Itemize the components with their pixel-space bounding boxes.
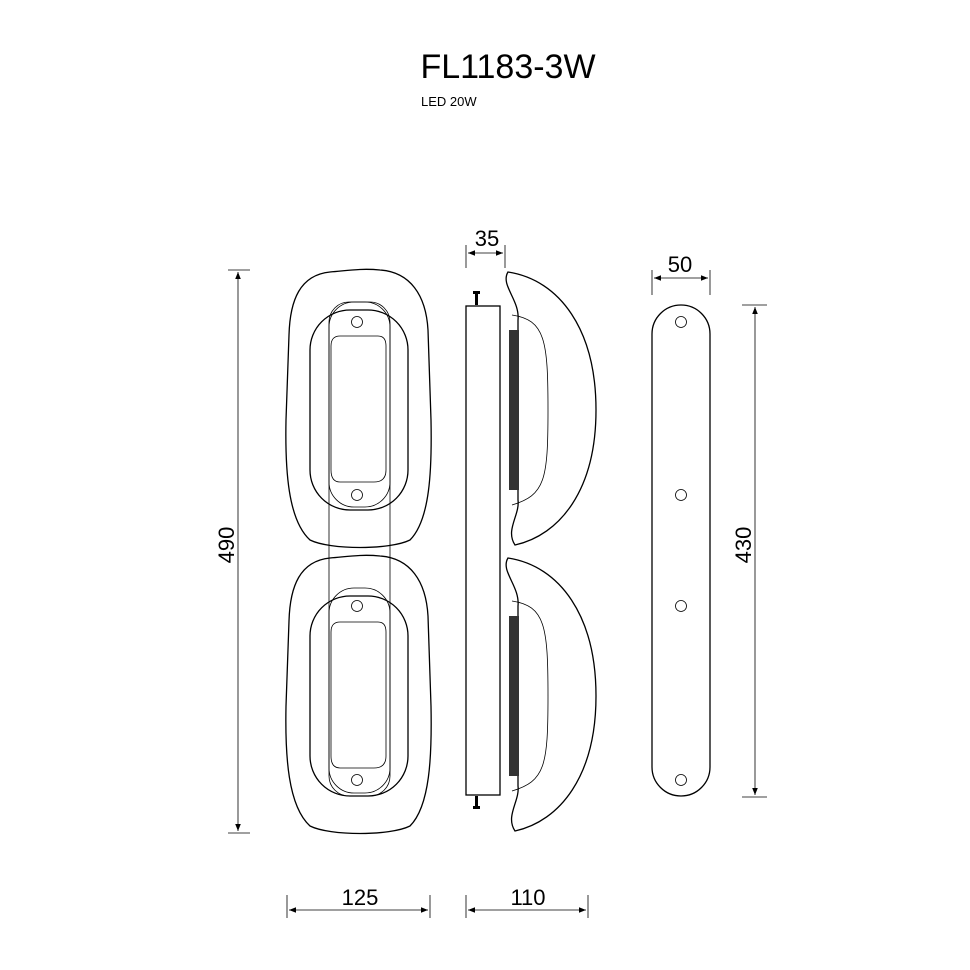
- mounting-hole-icon: [351, 600, 363, 612]
- front-backplate: [328, 301, 391, 797]
- side-view: [465, 271, 597, 832]
- mounting-hole-icon: [351, 489, 363, 501]
- dimension-plate-depth: 35: [465, 226, 506, 268]
- dimension-label-490: 490: [214, 527, 239, 564]
- dimension-label-125: 125: [342, 885, 379, 910]
- side-plate: [465, 305, 501, 796]
- product-title: FL1183-3W: [420, 48, 595, 86]
- front-shade-bottom: [285, 554, 432, 835]
- front-view: [285, 268, 432, 835]
- mounting-plate: [651, 304, 711, 797]
- dimension-label-430: 430: [731, 527, 756, 564]
- mounting-hole-icon: [675, 489, 687, 501]
- mounting-hole-icon: [675, 600, 687, 612]
- dimension-plate-height: 430: [731, 304, 767, 798]
- screw-icon: [473, 291, 480, 305]
- screw-icon: [473, 796, 480, 809]
- dimension-shade-width: 125: [286, 885, 431, 918]
- dimension-overall-height: 490: [214, 269, 250, 834]
- front-shade-top: [285, 268, 432, 549]
- mounting-hole-icon: [351, 774, 363, 786]
- dimension-label-50: 50: [668, 252, 692, 277]
- mounting-hole-icon: [675, 316, 687, 328]
- mounting-hole-icon: [351, 316, 363, 328]
- dimension-total-depth: 110: [465, 885, 589, 918]
- dimension-label-110: 110: [510, 885, 545, 910]
- dimension-plate-width: 50: [651, 252, 711, 295]
- dimension-label-35: 35: [475, 226, 499, 251]
- mounting-hole-icon: [675, 774, 687, 786]
- product-subtitle: LED 20W: [421, 94, 477, 109]
